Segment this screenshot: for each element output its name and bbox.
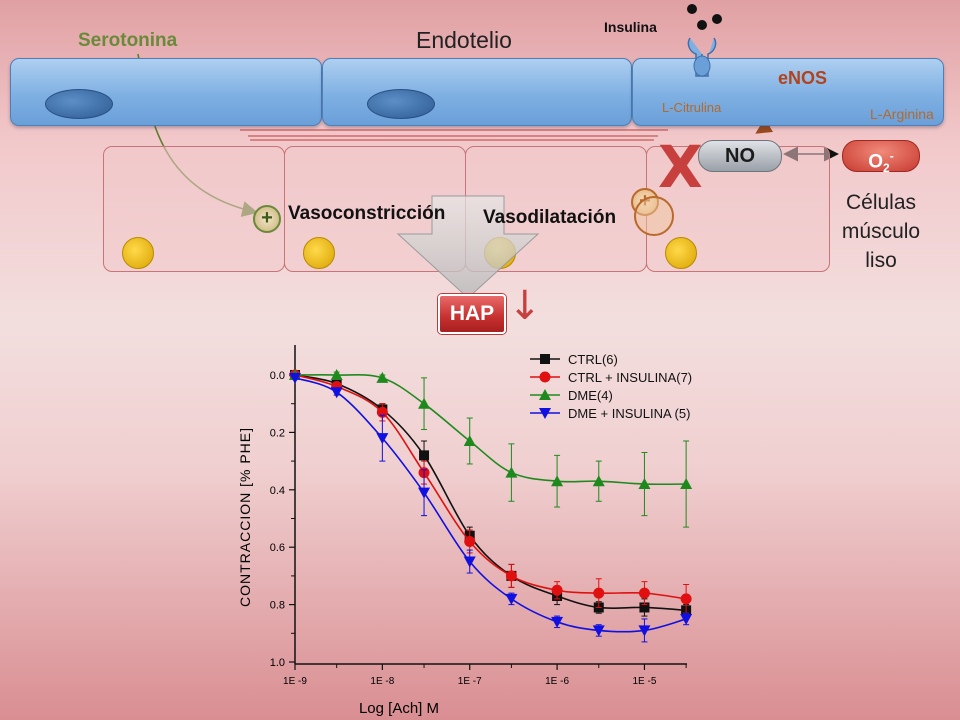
data-point xyxy=(551,475,564,487)
data-point xyxy=(638,587,650,599)
series-2 xyxy=(289,369,693,528)
enos-label: eNOS xyxy=(778,68,828,88)
data-point xyxy=(592,475,605,487)
x-axis-label: Log [Ach] M xyxy=(359,700,439,717)
series-line xyxy=(294,374,687,600)
x-tick-label: 1E -5 xyxy=(632,676,656,687)
x-tick-label: 1E -7 xyxy=(458,676,482,687)
data-point xyxy=(330,369,343,380)
data-point xyxy=(551,584,563,596)
series-3 xyxy=(289,372,693,643)
muscle-nucleus xyxy=(122,237,154,269)
insulin-receptor-icon xyxy=(687,37,717,77)
insulina-label: Insulina xyxy=(604,19,657,35)
x-tick-label: 1E -9 xyxy=(283,676,307,687)
muscle-cell-1 xyxy=(103,146,285,272)
serotonina-label: Serotonina xyxy=(78,30,178,51)
series-line xyxy=(294,373,687,486)
endothelial-cell-1 xyxy=(10,58,322,126)
no-badge: NO xyxy=(698,140,782,172)
data-point xyxy=(592,625,605,637)
y-axis-label: CONTRACCION [% PHE] xyxy=(237,427,253,607)
vasoconstriccion-label: Vasoconstricción xyxy=(288,203,446,224)
y-tick-label: 0.4 xyxy=(270,485,285,497)
plus-icon: + xyxy=(253,205,281,233)
endothelial-cell-3 xyxy=(632,58,944,126)
data-point xyxy=(593,587,605,599)
l-citrulina-label: L-Citrulina xyxy=(662,100,722,115)
endothelial-cell-2 xyxy=(322,58,632,126)
vasodilatacion-label: Vasodilatación xyxy=(483,207,617,228)
series-line xyxy=(294,377,687,633)
minus-icon xyxy=(634,196,674,236)
blocked-x-icon: X xyxy=(658,133,703,201)
hap-badge: HAP xyxy=(438,294,506,334)
celulas-musculo-liso-label: Células músculo liso xyxy=(841,191,921,272)
data-point xyxy=(418,397,431,409)
data-point xyxy=(463,435,476,447)
data-point xyxy=(505,466,518,478)
legend-label: DME(4) xyxy=(568,388,613,403)
data-point xyxy=(639,602,650,613)
series-line xyxy=(294,374,687,612)
y-tick-label: 0.8 xyxy=(270,600,285,612)
y-tick-label: 0.6 xyxy=(270,542,285,554)
legend-marker xyxy=(539,371,551,383)
data-point xyxy=(638,478,651,490)
data-point xyxy=(289,372,301,384)
legend-marker xyxy=(540,354,550,364)
data-point xyxy=(464,535,476,547)
muscle-nucleus xyxy=(665,237,697,269)
endotelio-label: Endotelio xyxy=(416,27,512,53)
data-point xyxy=(680,478,693,490)
decrease-arrow-icon: ↓ xyxy=(508,283,542,329)
superoxide-badge: O2- xyxy=(842,140,920,175)
data-point xyxy=(638,625,651,637)
legend-marker xyxy=(539,389,551,400)
l-arginina-label: L-Arginina xyxy=(870,106,934,122)
muscle-nucleus xyxy=(303,237,335,269)
data-point xyxy=(376,371,389,383)
down-arrow-icon xyxy=(396,195,540,299)
x-tick-label: 1E -8 xyxy=(370,676,394,687)
y-tick-label: 0.0 xyxy=(270,370,285,382)
data-point xyxy=(505,593,518,605)
data-point xyxy=(680,613,693,625)
legend-label: CTRL(6) xyxy=(568,352,618,367)
data-point xyxy=(419,450,430,461)
data-point xyxy=(463,556,476,568)
nucleus xyxy=(45,89,113,119)
data-point xyxy=(680,593,692,605)
legend-marker xyxy=(539,408,551,419)
legend-label: CTRL + INSULINA(7) xyxy=(568,370,692,385)
insulin-molecules-icon xyxy=(687,4,722,30)
data-point xyxy=(376,433,389,445)
y-tick-label: 1.0 xyxy=(270,657,285,669)
y-tick-label: 0.2 xyxy=(270,427,285,439)
x-tick-label: 1E -6 xyxy=(545,676,569,687)
data-point xyxy=(505,570,517,582)
data-point xyxy=(330,387,343,399)
nucleus xyxy=(367,89,435,119)
data-point xyxy=(418,487,431,499)
legend-label: DME + INSULINA (5) xyxy=(568,406,690,421)
data-point xyxy=(551,616,564,628)
concentration-response-chart: 0.0 0.2 0.4 0.6 0.8 1.0 1E -9 1E -8 1E -7 1E -6 1E… xyxy=(237,345,693,717)
